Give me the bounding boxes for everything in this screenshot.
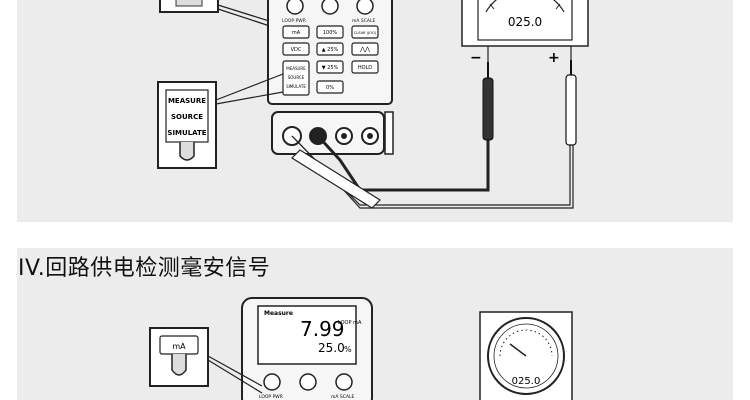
ma-callout-label: mA <box>172 342 186 351</box>
vdc-key <box>282 42 310 56</box>
mode-key-simulate: SIMULATE <box>286 84 306 89</box>
gauge-top-reading: 025.0 <box>508 15 542 29</box>
mode-callout: MEASURE SOURCE SIMULATE <box>157 81 217 169</box>
loop-pwr-label-bottom: LOOP PWR <box>259 394 283 400</box>
top-diagram: LOOP PWR mA SCALE mA 100% CLEAR (JOG) VD… <box>157 0 589 209</box>
probe-plug <box>291 149 381 209</box>
light-icon-bottom <box>299 373 317 391</box>
0pct-key <box>316 80 344 94</box>
measure-source-simulate-key <box>282 60 310 96</box>
meter-lcd <box>257 305 357 365</box>
probe-positive-sign: + <box>548 50 560 66</box>
bottom-diagram: Measure 7.99 LOOP mA 25.0 % LOOP PWR mA … <box>149 297 573 400</box>
down-25-key <box>316 60 344 74</box>
loop-pwr-icon-bottom <box>263 373 281 391</box>
red-probe <box>565 74 577 146</box>
section-heading: IV.回路供电检测毫安信号 <box>18 256 271 281</box>
clear-jog-key <box>351 25 379 39</box>
calibrator-meter-bottom: Measure 7.99 LOOP mA 25.0 % LOOP PWR mA … <box>241 297 373 400</box>
ramp-key <box>351 42 379 56</box>
svg-text:▼ 25%: ▼ 25% <box>322 65 339 71</box>
ma-scale-label: mA SCALE <box>352 18 375 24</box>
finger-press-icon-bottom <box>171 354 187 376</box>
hold-key <box>351 60 379 74</box>
ma-scale-label-bottom: mA SCALE <box>331 394 354 400</box>
mode-callout-simulate: SIMULATE <box>167 129 206 137</box>
mode-callout-measure: MEASURE <box>168 97 206 105</box>
analog-gauge-top: 025.0 <box>461 0 589 47</box>
bottom-diagram-panel <box>17 248 733 400</box>
svg-text:HOLD: HOLD <box>358 65 372 71</box>
svg-text:mA: mA <box>292 30 301 36</box>
ma-scale-icon-bottom <box>335 373 353 391</box>
lcd-main-unit: LOOP mA <box>338 320 362 326</box>
top-callout-button <box>175 0 203 7</box>
svg-text:CLEAR (JOG): CLEAR (JOG) <box>354 31 377 35</box>
mode-key-measure: MEASURE <box>286 66 306 71</box>
svg-text:VDC: VDC <box>291 47 302 53</box>
lcd-mode-label: Measure <box>264 310 293 317</box>
probe-negative-sign: − <box>470 50 482 66</box>
lcd-main-value: 7.99 <box>300 317 345 341</box>
ma-key <box>282 25 310 39</box>
100pct-key <box>316 25 344 39</box>
loop-pwr-icon <box>286 0 304 15</box>
lcd-percent-value: 25.0 <box>318 341 345 355</box>
svg-text:⋀⋀: ⋀⋀ <box>359 46 370 53</box>
black-probe <box>482 77 494 141</box>
ma-callout: mA <box>149 327 209 387</box>
analog-gauge-bottom: 025.0 <box>479 311 573 400</box>
light-icon <box>321 0 339 15</box>
finger-press-icon <box>179 142 195 161</box>
gauge-bottom-reading: 025.0 <box>512 376 541 387</box>
svg-text:100%: 100% <box>323 30 338 36</box>
up-25-key <box>316 42 344 56</box>
gauge-needle <box>509 343 527 357</box>
mode-callout-source: SOURCE <box>171 113 203 121</box>
svg-text:0%: 0% <box>326 85 334 91</box>
loop-pwr-label: LOOP PWR <box>282 18 306 24</box>
svg-text:▲ 25%: ▲ 25% <box>322 47 339 53</box>
mode-key-source: SOURCE <box>288 75 305 80</box>
ma-scale-icon <box>356 0 374 15</box>
lcd-percent-unit: % <box>344 345 352 354</box>
calibrator-meter: LOOP PWR mA SCALE mA 100% CLEAR (JOG) VD… <box>267 0 394 155</box>
